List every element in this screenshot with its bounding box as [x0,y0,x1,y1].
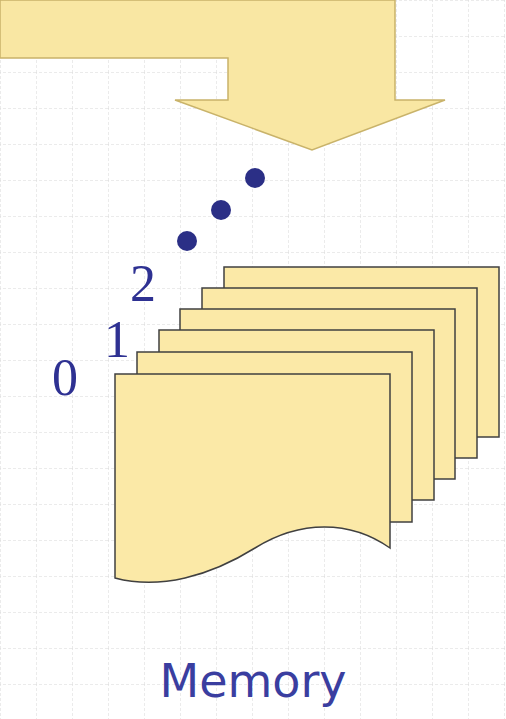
memory-pages [115,267,499,582]
ellipsis-dots [177,168,265,251]
memory-caption: Memory [0,658,506,704]
page-index-number: 2 [130,258,156,310]
page-index-number: 0 [52,352,78,404]
bent-arrow [0,0,445,150]
page-index-number: 1 [104,314,130,366]
